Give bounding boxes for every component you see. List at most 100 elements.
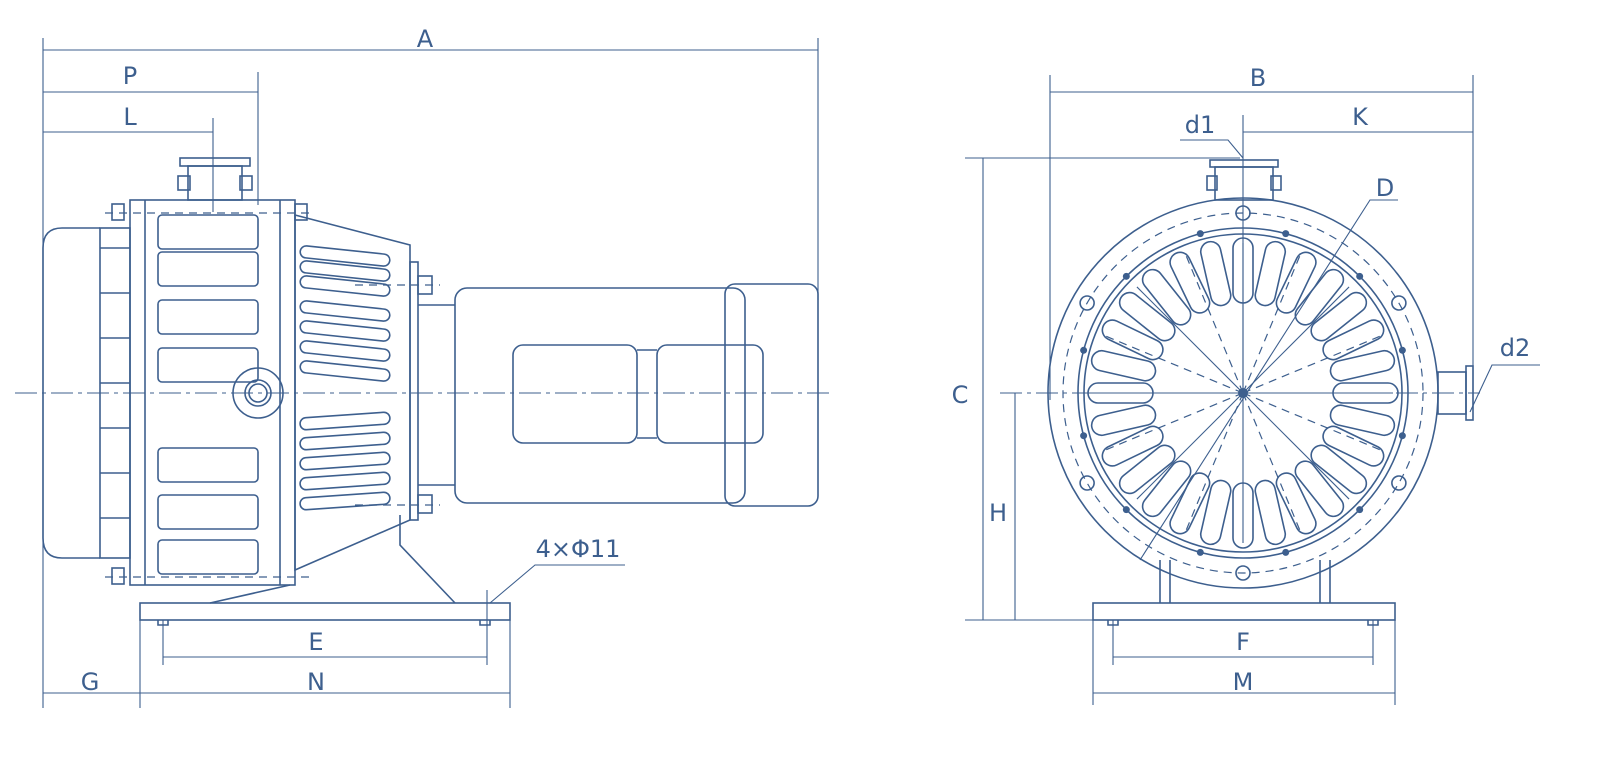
radial-fin (1329, 404, 1396, 437)
label-H: H (989, 499, 1007, 527)
label-C: C (952, 381, 969, 409)
radial-fin (1118, 444, 1176, 495)
rivet (1398, 346, 1406, 354)
side-view: A P L E N G 4×Φ11 (15, 25, 830, 708)
motor-body (454, 287, 746, 504)
bolt (111, 203, 125, 221)
label-d1: d1 (1185, 111, 1216, 139)
radial-line (1136, 392, 1244, 500)
radial-fin (1141, 268, 1192, 326)
bearing-fin (299, 471, 391, 491)
radial-line (1242, 335, 1382, 394)
motor-flange (409, 261, 419, 521)
motor-end-cap (724, 283, 819, 507)
bolt-hole (1235, 565, 1251, 581)
housing-fin (157, 494, 259, 530)
end-flange-ribs (100, 247, 130, 519)
radial-fins (1079, 205, 1407, 581)
radial-fin (1329, 349, 1396, 382)
rivet (1356, 506, 1364, 514)
rivet (1398, 432, 1406, 440)
housing-fin (157, 347, 259, 383)
radial-line (1185, 254, 1244, 394)
rivet (1080, 346, 1088, 354)
bolt-hole (1391, 295, 1407, 311)
bolt-hole (1079, 295, 1095, 311)
label-E: E (308, 628, 323, 656)
radial-line (1242, 392, 1350, 500)
rivet (1122, 506, 1130, 514)
rivet (1196, 548, 1204, 556)
bearing-fin (299, 451, 391, 471)
d1-leader (1180, 139, 1244, 159)
base-plate (139, 602, 511, 621)
housing-fin (157, 447, 259, 483)
front-view: B K d1 D C H d2 F M (952, 64, 1540, 705)
rivet (1282, 548, 1290, 556)
rivet (1080, 432, 1088, 440)
radial-fin (1275, 472, 1317, 535)
bearing-housing-fins (299, 245, 391, 511)
rivet (1122, 272, 1130, 280)
bearing-fin (299, 411, 391, 431)
support-legs (1159, 560, 1331, 603)
label-P: P (123, 62, 137, 90)
radial-fin (1254, 240, 1287, 307)
radial-fin (1199, 479, 1232, 546)
bearing-fin (299, 275, 391, 297)
bolt (294, 203, 308, 221)
terminal-box (656, 344, 764, 444)
radial-fin (1090, 404, 1157, 437)
radial-fin (1310, 291, 1368, 342)
dimension-L (43, 118, 214, 212)
rivet (1196, 230, 1204, 238)
radial-line (1136, 286, 1244, 394)
base-plate (1092, 602, 1396, 621)
radial-line (1242, 392, 1301, 532)
radial-fin (1322, 425, 1385, 467)
radial-line (1242, 392, 1382, 451)
bolt (111, 567, 125, 585)
bearing-fin (299, 431, 391, 451)
radial-fin (1294, 460, 1345, 518)
label-D: D (1376, 174, 1394, 202)
bolt-hole (1235, 205, 1251, 221)
bolt-circle (1062, 212, 1424, 574)
housing-fin (157, 539, 259, 575)
radial-line (1104, 335, 1244, 394)
radial-fin (1199, 240, 1232, 307)
D-leader (1139, 199, 1398, 561)
radial-fin (1141, 460, 1192, 518)
dimension-A (42, 38, 819, 708)
fan-cover (42, 227, 100, 559)
housing-fin (157, 299, 259, 335)
radial-fin (1169, 472, 1211, 535)
radial-line (1185, 392, 1244, 532)
bearing-fin (299, 320, 391, 342)
bearing-fin (299, 340, 391, 362)
support-bracket (209, 515, 456, 604)
hole-leader (489, 564, 625, 604)
bolt (417, 494, 433, 514)
radial-line (1242, 254, 1301, 394)
label-d2: d2 (1500, 334, 1531, 362)
label-hole-note: 4×Φ11 (536, 535, 621, 563)
radial-fin (1275, 251, 1317, 314)
label-A: A (417, 25, 434, 53)
dimension-B (1049, 75, 1474, 410)
label-F: F (1236, 628, 1250, 656)
label-G: G (81, 668, 100, 696)
label-M: M (1233, 668, 1254, 696)
bearing-fin (299, 491, 391, 511)
radial-fin (1101, 425, 1164, 467)
radial-line (1242, 286, 1350, 394)
rivet (1282, 230, 1290, 238)
exhaust-port (232, 367, 284, 419)
inlet-port-front (1206, 159, 1282, 201)
housing-fins (157, 214, 259, 575)
label-B: B (1250, 64, 1266, 92)
bearing-fin (299, 260, 391, 282)
rivet (1356, 272, 1364, 280)
housing-fin (157, 214, 259, 250)
inlet-port (177, 157, 253, 201)
